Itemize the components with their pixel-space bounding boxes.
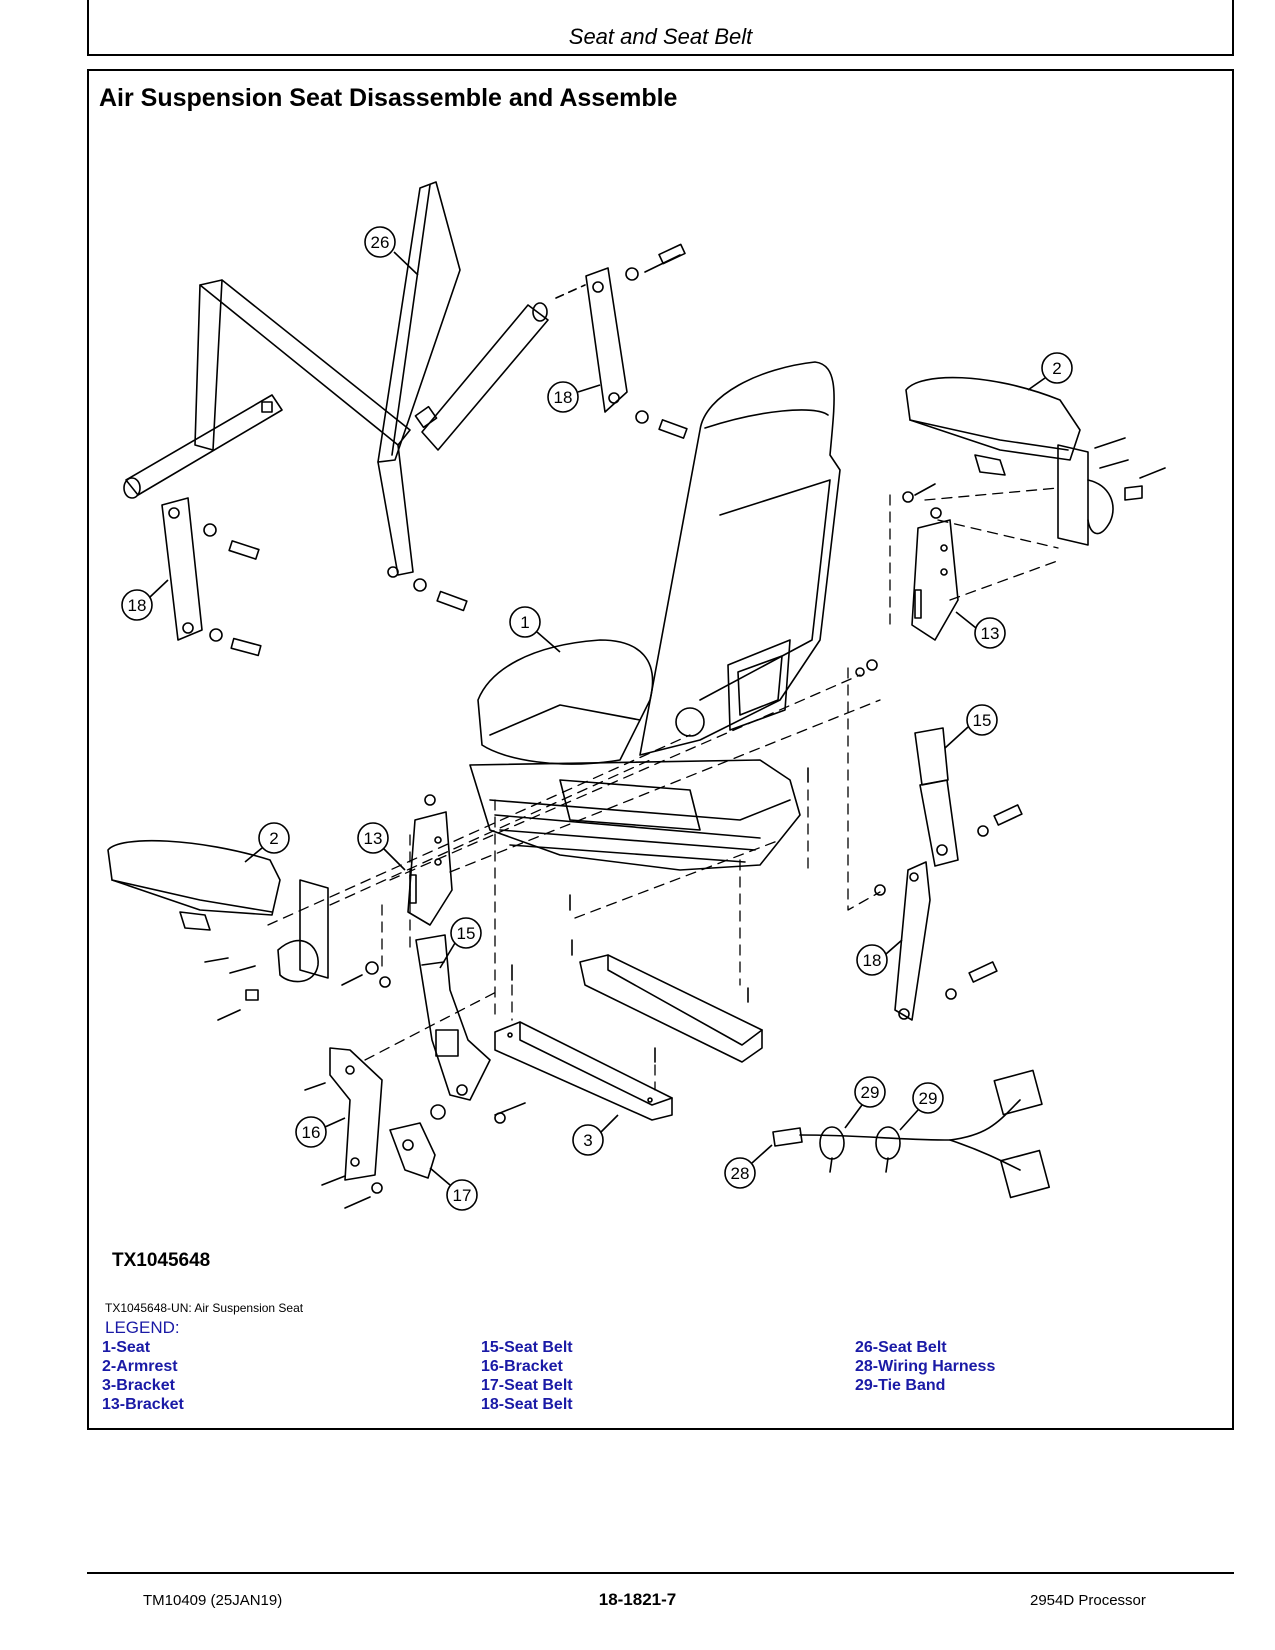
callout-18: 18 bbox=[121, 579, 169, 621]
footer-machine: 2954D Processor bbox=[1030, 1592, 1146, 1609]
callout-label: 13 bbox=[981, 624, 1000, 643]
legend-item: 28-Wiring Harness bbox=[855, 1358, 996, 1375]
header-box: Seat and Seat Belt bbox=[87, 0, 1234, 56]
legend-item: 3-Bracket bbox=[102, 1377, 175, 1394]
alignment-lines bbox=[267, 487, 1061, 1091]
callout-3: 3 bbox=[572, 1114, 619, 1156]
seat-belt-18-right-part bbox=[874, 861, 998, 1021]
callout-label: 1 bbox=[520, 613, 529, 632]
seat-belt-18-upper-part bbox=[555, 243, 688, 439]
figure-caption: TX1045648-UN: Air Suspension Seat bbox=[105, 1301, 304, 1315]
seat-belt-26-part bbox=[123, 181, 549, 576]
callout-29: 29 bbox=[899, 1082, 944, 1131]
legend-item: 16-Bracket bbox=[481, 1358, 563, 1375]
callout-label: 29 bbox=[861, 1083, 880, 1102]
seat-belt-17-part bbox=[389, 1122, 436, 1179]
callout-label: 16 bbox=[302, 1123, 321, 1142]
callout-15: 15 bbox=[439, 917, 482, 969]
figure-id-label: TX1045648 bbox=[112, 1250, 211, 1271]
legend-item: 17-Seat Belt bbox=[481, 1377, 573, 1394]
content-frame bbox=[87, 69, 1234, 1430]
callout-label: 3 bbox=[583, 1131, 592, 1150]
footer-page-number: 18-1821-7 bbox=[598, 1590, 677, 1609]
callout-label: 2 bbox=[269, 829, 278, 848]
footer-doc-id: TM10409 (25JAN19) bbox=[143, 1592, 283, 1609]
armrest-2-left-part bbox=[107, 839, 329, 1021]
callout-label: 28 bbox=[731, 1164, 750, 1183]
bracket-16-part bbox=[304, 1047, 383, 1209]
callout-label: 18 bbox=[863, 951, 882, 970]
callout-13: 13 bbox=[955, 611, 1006, 649]
callout-label: 13 bbox=[364, 829, 383, 848]
callout-18: 18 bbox=[856, 939, 903, 976]
section-header-title: Seat and Seat Belt bbox=[568, 24, 753, 49]
wiring-harness-28-part bbox=[772, 1069, 1051, 1199]
bracket-13-left-part bbox=[341, 794, 453, 988]
callout-16: 16 bbox=[295, 1116, 346, 1148]
callout-label: 26 bbox=[371, 233, 390, 252]
legend-item: 2-Armrest bbox=[102, 1358, 178, 1375]
callout-17: 17 bbox=[429, 1167, 478, 1211]
legend-item: 1-Seat bbox=[102, 1339, 151, 1356]
legend-item: 13-Bracket bbox=[102, 1396, 184, 1413]
callout-13: 13 bbox=[357, 822, 406, 871]
callout-label: 18 bbox=[128, 596, 147, 615]
footer-divider bbox=[87, 1572, 1234, 1574]
callout-label: 17 bbox=[453, 1186, 472, 1205]
seat-1-part bbox=[469, 361, 841, 871]
callout-15: 15 bbox=[944, 704, 998, 749]
seat-belt-15-right-part bbox=[914, 727, 1023, 867]
callout-2: 2 bbox=[1027, 352, 1073, 391]
callout-29: 29 bbox=[844, 1076, 886, 1129]
armrest-2-right-part bbox=[905, 376, 1166, 546]
callout-28: 28 bbox=[724, 1144, 773, 1189]
legend-item: 26-Seat Belt bbox=[855, 1339, 947, 1356]
callout-label: 18 bbox=[554, 388, 573, 407]
callout-26: 26 bbox=[364, 226, 419, 276]
callout-label: 15 bbox=[973, 711, 992, 730]
seat-belt-18-left-part bbox=[161, 497, 468, 657]
callout-1: 1 bbox=[509, 606, 561, 653]
callout-label: 29 bbox=[919, 1089, 938, 1108]
legend-item: 29-Tie Band bbox=[855, 1377, 946, 1394]
seat-belt-15-left-part bbox=[415, 934, 526, 1124]
legend-title: LEGEND: bbox=[105, 1318, 180, 1337]
callout-18: 18 bbox=[547, 381, 601, 413]
legend-item: 18-Seat Belt bbox=[481, 1396, 573, 1413]
callout-label: 15 bbox=[457, 924, 476, 943]
page-title: Air Suspension Seat Disassemble and Asse… bbox=[99, 84, 678, 112]
bracket-13-right-part bbox=[855, 483, 959, 677]
callout-label: 2 bbox=[1052, 359, 1061, 378]
callout-2: 2 bbox=[244, 822, 290, 863]
legend-item: 15-Seat Belt bbox=[481, 1339, 573, 1356]
bracket-3-part bbox=[494, 767, 809, 1121]
